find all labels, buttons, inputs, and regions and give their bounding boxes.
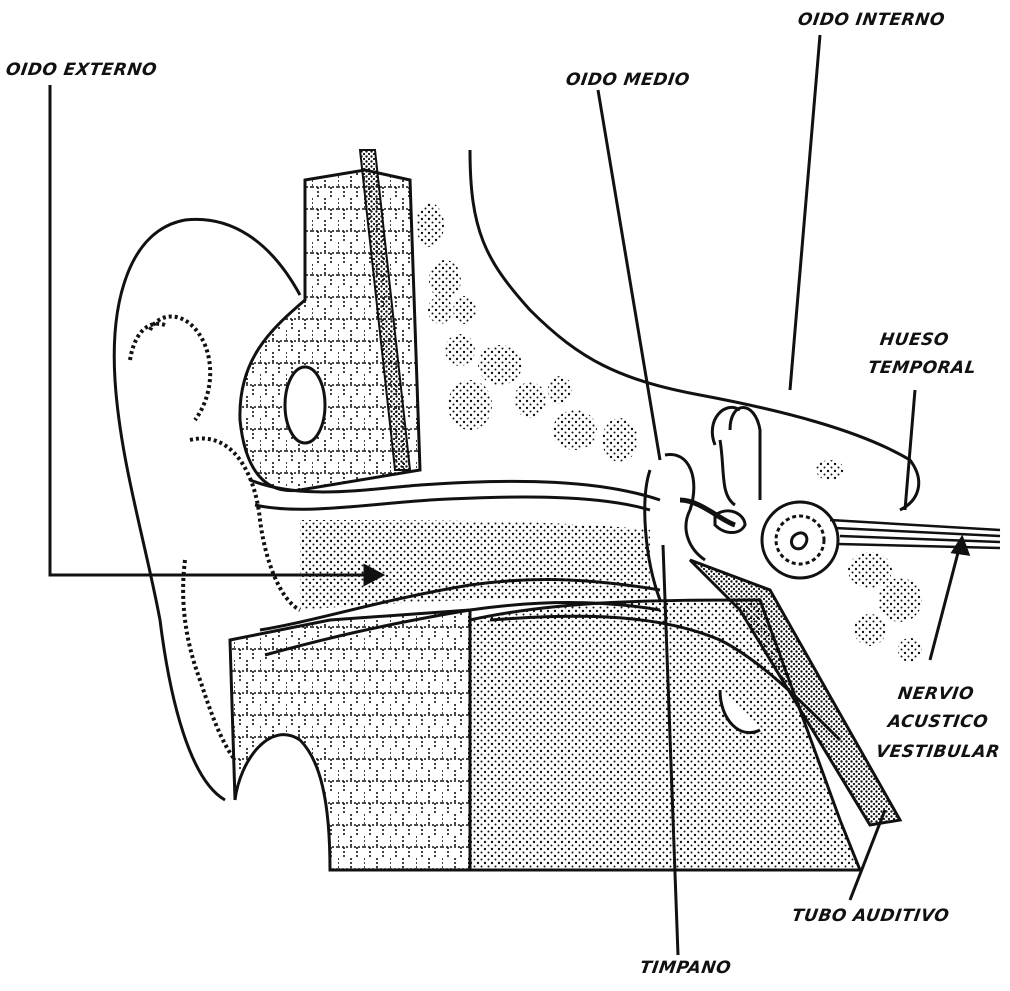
leader-oido-interno [790, 35, 820, 390]
label-hueso-temporal-1: HUESO [879, 330, 951, 350]
inner-ear [712, 407, 838, 578]
label-oido-medio: OIDO MEDIO [565, 70, 691, 90]
mastoid-upper [240, 150, 420, 491]
label-timpano: TIMPANO [639, 958, 733, 978]
label-tubo-auditivo: TUBO AUDITIVO [791, 906, 951, 926]
leader-nervio [930, 545, 960, 660]
acoustic-nerve [830, 520, 1000, 548]
leader-oido-medio [598, 90, 660, 460]
label-nervio-2: ACUSTICO [887, 712, 990, 732]
label-hueso-temporal-2: TEMPORAL [867, 358, 978, 378]
label-nervio-3: VESTIBULAR [875, 742, 1002, 762]
label-oido-externo: OIDO EXTERNO [5, 60, 159, 80]
leader-hueso-temporal [905, 390, 915, 510]
label-oido-interno: OIDO INTERNO [797, 10, 947, 30]
label-nervio-1: NERVIO [897, 684, 976, 704]
